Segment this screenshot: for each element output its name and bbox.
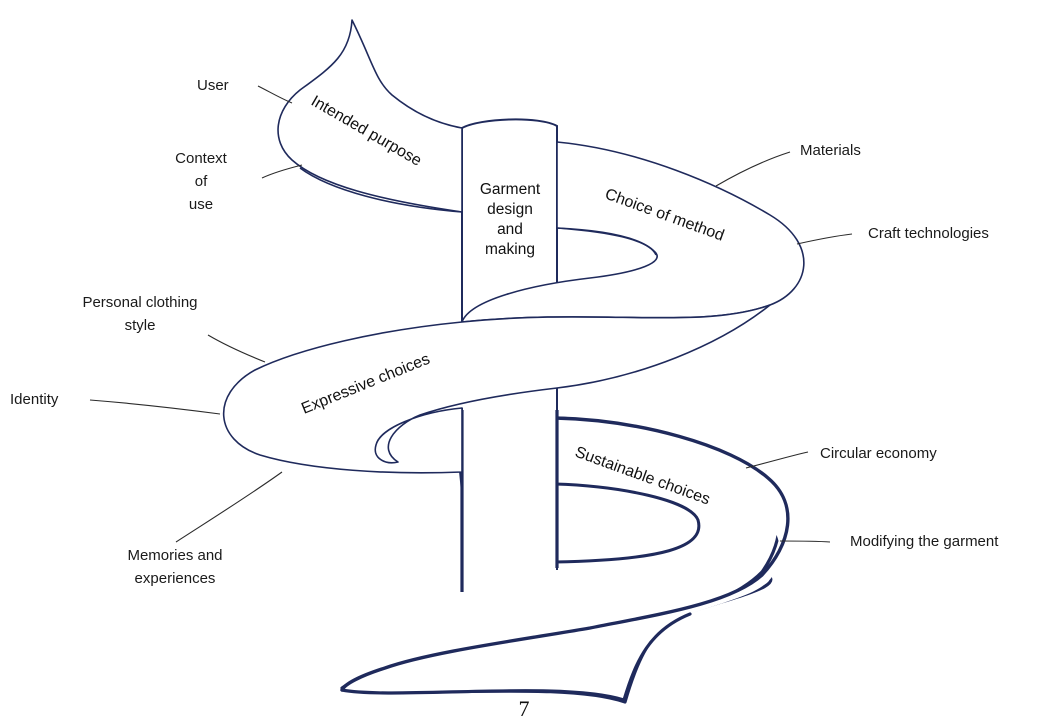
expressive-ribbon-body: [222, 304, 771, 474]
leader-circular: [745, 451, 809, 469]
center-label: Garment design and making: [480, 181, 541, 258]
label-identity: Identity: [10, 391, 59, 408]
sustainable-ribbon-outer-edge: [340, 416, 790, 692]
intended-purpose-ribbon: [277, 19, 463, 213]
label-personal-style-line-2: style: [125, 317, 156, 334]
leader-modifying: [779, 540, 831, 543]
label-user: User: [197, 77, 229, 94]
center-line-2: design: [487, 201, 533, 218]
leader-materials: [715, 151, 791, 187]
expressive-choices-ribbon: [222, 304, 771, 474]
center-line-1: Garment: [480, 181, 541, 198]
sustainable-ribbon-tail-edge: [340, 612, 692, 703]
leader-user: [257, 85, 293, 104]
label-context-line-3: use: [189, 196, 213, 213]
leader-lines: [89, 85, 853, 543]
label-context-line-1: Context: [175, 150, 228, 167]
leader-memories: [175, 471, 283, 543]
page-number: 7: [519, 696, 530, 721]
intended-ribbon-shape: [277, 19, 463, 213]
label-context-line-2: of: [195, 173, 208, 190]
intended-ribbon-lower-edge: [299, 167, 463, 213]
center-line-3: and: [497, 221, 523, 238]
leader-personal-style: [207, 334, 266, 363]
label-personal-style-line-1: Personal clothing: [82, 294, 197, 311]
leader-context: [261, 164, 303, 179]
leader-identity: [89, 399, 221, 415]
label-modifying-garment: Modifying the garment: [850, 533, 999, 550]
center-line-4: making: [485, 241, 535, 258]
label-memories-line-1: Memories and: [127, 547, 222, 564]
sustainable-ribbon-fill: [342, 418, 788, 700]
label-memories-line-2: experiences: [135, 570, 216, 587]
label-circular-economy: Circular economy: [820, 445, 937, 462]
label-craft-technologies: Craft technologies: [868, 225, 989, 242]
method-ribbon-inner-edge: [556, 227, 657, 256]
outer-labels: User Context of use Materials Craft tech…: [10, 77, 999, 587]
leader-craft: [796, 233, 853, 245]
column-outline: [461, 118, 558, 590]
label-materials: Materials: [800, 142, 861, 159]
sustainable-ribbon-inner-edge: [553, 482, 701, 564]
